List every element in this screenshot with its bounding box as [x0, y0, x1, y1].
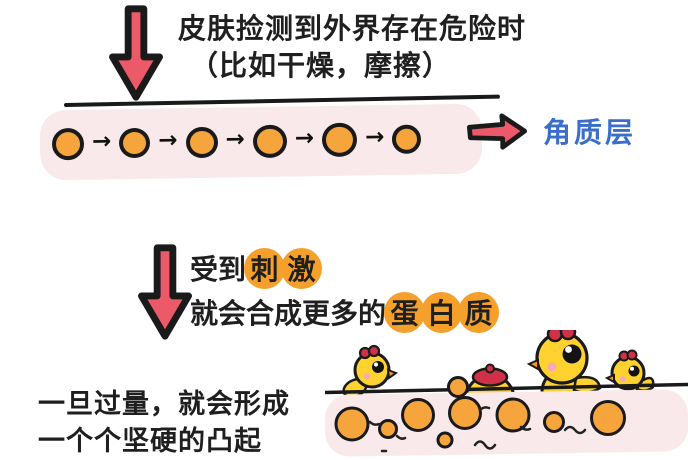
- cell-row: → → → → →: [51, 107, 477, 176]
- stimulus-prefix: 受到: [190, 253, 247, 286]
- chick-small-right: [604, 349, 655, 392]
- down-arrow-icon: [109, 5, 163, 101]
- chick-bump-illustration: [325, 330, 688, 457]
- stimulus-line2: 就会合成更多的蛋白质: [190, 290, 500, 334]
- stimulus-line2-prefix: 就会合成更多的: [190, 297, 387, 330]
- highlight-char: 刺: [244, 247, 286, 289]
- keratin-cell: [392, 124, 422, 154]
- top-caption-line1: 皮肤捡测到外界存在危险时: [178, 12, 527, 45]
- bump-cell: [447, 376, 469, 398]
- keratin-cell: [51, 127, 85, 161]
- highlight-char-text: 激: [287, 253, 316, 286]
- top-caption: 皮肤捡测到外界存在危险时 （比如干燥，摩擦）: [178, 10, 526, 84]
- highlight-char: 白: [421, 291, 463, 333]
- cell-arrow-glyph: →: [158, 127, 178, 154]
- highlight-char-text: 蛋: [390, 297, 419, 330]
- result-caption: 一旦过量，就会形成 一个个坚硬的凸起: [38, 386, 290, 460]
- highlight-char: 蛋: [384, 291, 426, 333]
- stratum-corneum-label: 角质层: [543, 116, 637, 149]
- highlight-char-text: 刺: [250, 253, 279, 286]
- highlight-char-text: 白: [427, 297, 456, 330]
- keratin-cell: [119, 127, 151, 159]
- stimulus-caption: 受到刺激 就会合成更多的蛋白质: [190, 246, 500, 334]
- result-line1: 一旦过量，就会形成: [38, 389, 290, 420]
- keratin-cell: [185, 126, 218, 158]
- keratin-cell: [252, 124, 288, 158]
- highlight-char: 激: [281, 247, 323, 289]
- cell-arrow-glyph: →: [225, 126, 246, 153]
- highlight-char: 质: [458, 291, 500, 333]
- skin-surface-line-bottom: [325, 382, 688, 395]
- bump-cells: [334, 396, 626, 449]
- highlight-char-text: 质: [464, 297, 493, 330]
- keratin-cell: [321, 122, 358, 158]
- cell-arrow-glyph: →: [364, 124, 385, 151]
- result-line2: 一个个坚硬的凸起: [38, 426, 262, 457]
- cell-arrow-glyph: →: [294, 125, 315, 152]
- chick-small-left: [342, 344, 399, 399]
- squiggle-marks: [368, 406, 587, 453]
- top-caption-line2: （比如干燥，摩擦）: [190, 49, 452, 82]
- cell-arrow-glyph: →: [91, 128, 112, 155]
- stimulus-line1: 受到刺激: [190, 246, 497, 290]
- down-arrow-icon: [138, 244, 192, 340]
- right-arrow-icon: [466, 113, 527, 150]
